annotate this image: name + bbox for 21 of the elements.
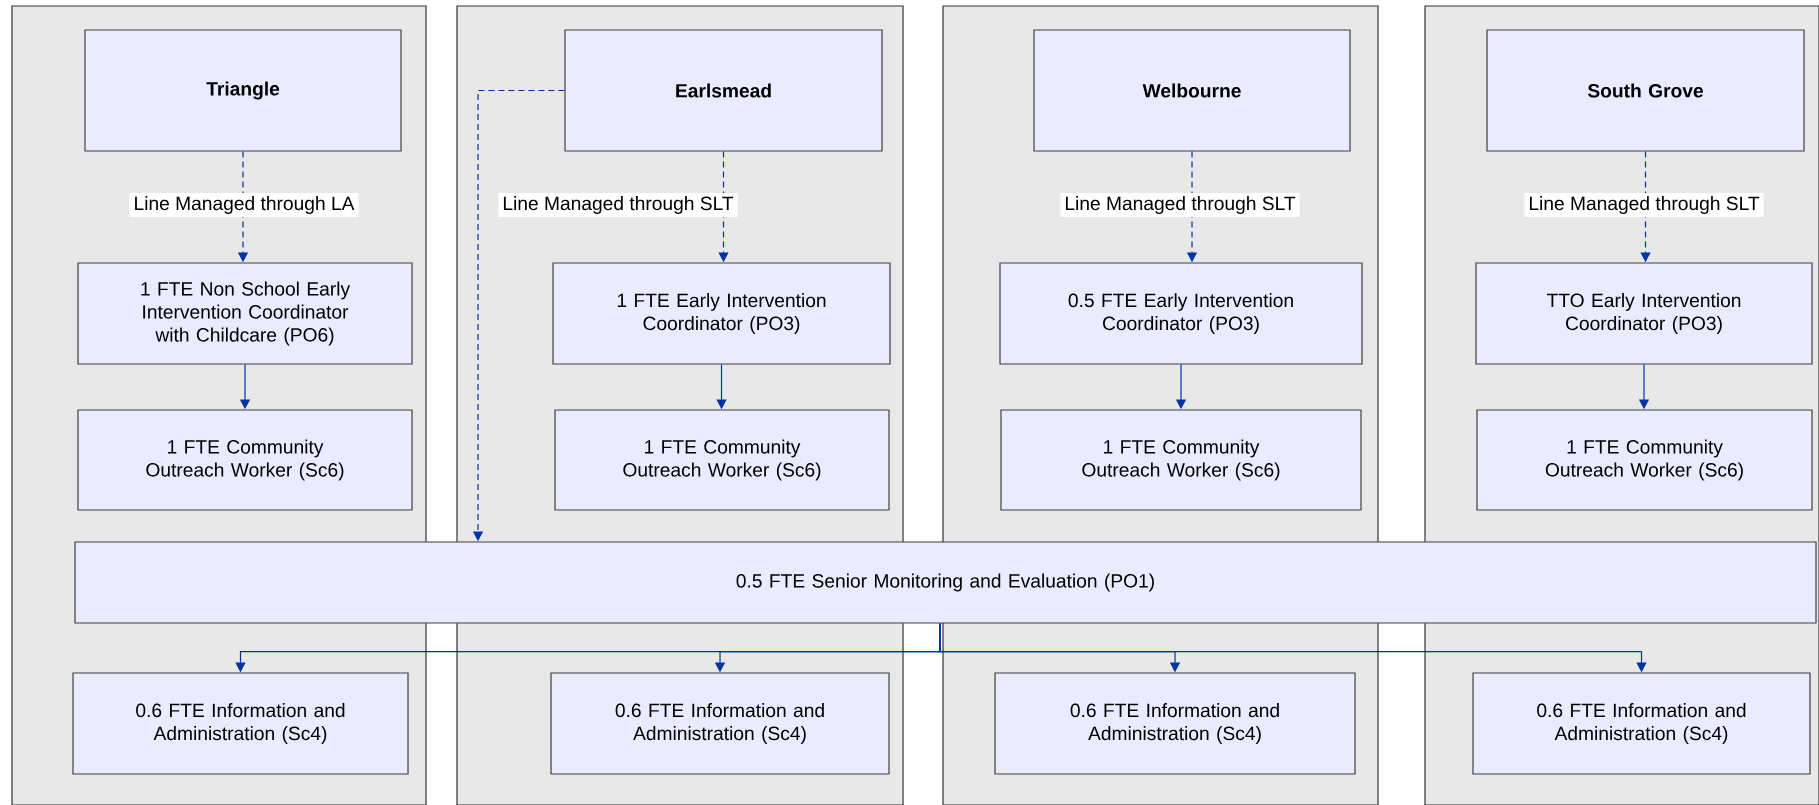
role-box: 0.5 FTE Early Intervention Coordinator (PO3) bbox=[999, 262, 1363, 365]
school-box: South Grove bbox=[1486, 29, 1805, 152]
role-box: 0.6 FTE Information and Administration (Sc4) bbox=[994, 672, 1356, 775]
school-box: Triangle bbox=[84, 29, 402, 152]
school-box: Welbourne bbox=[1033, 29, 1351, 152]
role-box: 1 FTE Non School Early Intervention Coordinator with Childcare (PO6) bbox=[77, 262, 413, 365]
role-box: 1 FTE Community Outreach Worker (Sc6) bbox=[1476, 409, 1813, 511]
role-box: 1 FTE Community Outreach Worker (Sc6) bbox=[1000, 409, 1362, 511]
school-box: Earlsmead bbox=[564, 29, 883, 152]
edge-label: Line Managed through SLT bbox=[1060, 193, 1300, 217]
edge-label: Line Managed through SLT bbox=[1524, 193, 1764, 217]
edge-label: Line Managed through LA bbox=[129, 193, 359, 217]
role-box: 0.6 FTE Information and Administration (Sc4) bbox=[550, 672, 890, 775]
role-box: 1 FTE Early Intervention Coordinator (PO3) bbox=[552, 262, 891, 365]
role-box: 1 FTE Community Outreach Worker (Sc6) bbox=[554, 409, 890, 511]
edge-label: Line Managed through SLT bbox=[498, 193, 738, 217]
role-box: 0.5 FTE Senior Monitoring and Evaluation (PO1) bbox=[74, 541, 1817, 624]
role-box: 1 FTE Community Outreach Worker (Sc6) bbox=[77, 409, 413, 511]
role-box: 0.6 FTE Information and Administration (Sc4) bbox=[72, 672, 409, 775]
role-box: 0.6 FTE Information and Administration (Sc4) bbox=[1472, 672, 1811, 775]
role-box: TTO Early Intervention Coordinator (PO3) bbox=[1475, 262, 1813, 365]
